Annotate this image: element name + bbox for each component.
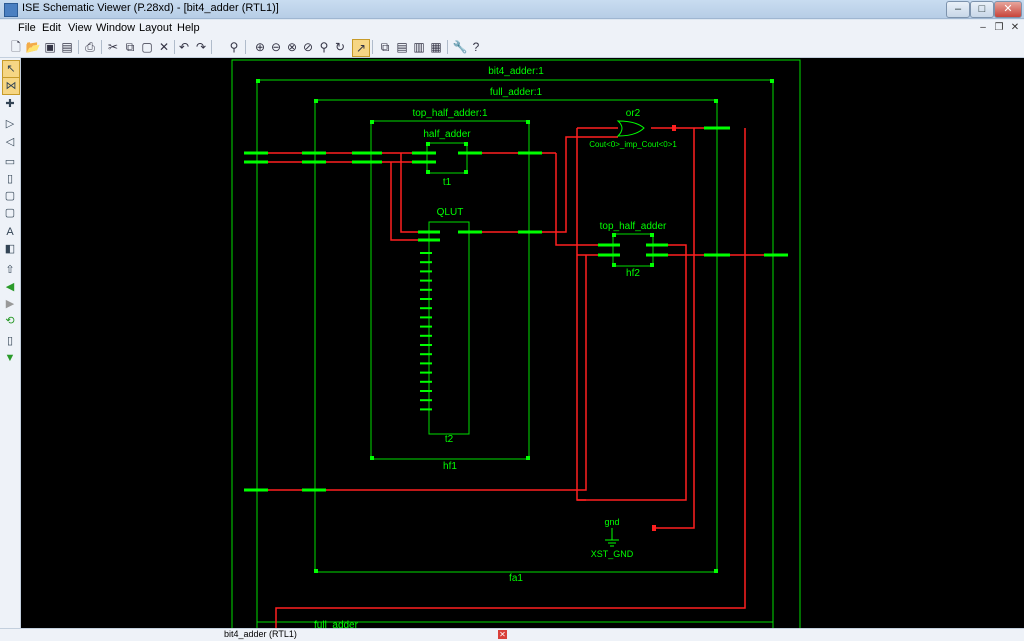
label-full-adder-1: full_adder:1 <box>490 87 543 98</box>
menu-view[interactable]: View <box>68 22 92 34</box>
paste-icon[interactable]: ▢ <box>141 40 153 54</box>
menu-help[interactable]: Help <box>177 22 200 34</box>
forward-icon[interactable]: ▶ <box>5 298 15 310</box>
label-t2: t2 <box>445 434 454 445</box>
tab-bit4-adder[interactable]: bit4_adder (RTL1) <box>224 629 297 639</box>
menu-file[interactable]: File <box>18 22 36 34</box>
menu-edit[interactable]: Edit <box>42 22 61 34</box>
doc-icon[interactable]: ▯ <box>6 335 14 347</box>
label-icon[interactable]: ◧ <box>4 243 16 255</box>
qlut-pins <box>420 252 432 411</box>
maximize-button[interactable]: □ <box>970 1 994 18</box>
find-icon[interactable]: ⚲ <box>229 40 239 54</box>
label-t1: t1 <box>443 177 452 188</box>
back-icon[interactable]: ◀ <box>5 281 15 293</box>
label-hf2: hf2 <box>626 268 640 279</box>
tab-close-icon[interactable]: ✕ <box>498 630 507 639</box>
block-full-adder-2[interactable] <box>256 621 774 628</box>
label-top-half-adder: top_half_adder <box>600 221 667 232</box>
zoom-out-icon[interactable]: ⊖ <box>270 40 282 54</box>
title-bar: ISE Schematic Viewer (P.28xd) - [bit4_ad… <box>0 0 1024 19</box>
symbol-4-icon[interactable]: ▢ <box>4 207 16 219</box>
label-half-adder: half_adder <box>423 129 471 140</box>
toolbar-separator <box>447 40 448 54</box>
zoom-area-icon[interactable]: ⊘ <box>302 40 314 54</box>
tab-bar <box>0 628 1024 641</box>
schematic-svg: bit4_adder:1 full_adder:1 top_half_adder… <box>231 59 801 628</box>
block-full-adder-1[interactable] <box>256 79 774 628</box>
label-hf1: hf1 <box>443 461 457 472</box>
home-icon[interactable]: ⟲ <box>5 315 15 327</box>
pop-icon[interactable]: ◁ <box>5 136 15 148</box>
cut-icon[interactable]: ✂ <box>107 40 119 54</box>
label-or2: or2 <box>626 108 641 119</box>
print-icon[interactable]: ⎙ <box>85 40 95 54</box>
save-icon[interactable]: ▣ <box>44 40 56 54</box>
push-icon[interactable]: ▷ <box>5 118 15 130</box>
gnd-symbol[interactable] <box>605 528 619 547</box>
toolbar: 🗋 📂 ▣ ▤ ⎙ ✂ ⧉ ▢ ✕ ↶ ↷ ⚲ ⊕ ⊖ ⊗ ⊘ ⚲ ↻ ↗ ⧉ … <box>0 37 1024 58</box>
symbol-3-icon[interactable]: ▢ <box>4 190 16 202</box>
label-gnd: gnd <box>604 517 619 527</box>
symbol-icon[interactable]: ▭ <box>4 156 16 168</box>
new-icon[interactable]: 🗋 <box>11 40 21 54</box>
select-mode-icon[interactable]: ↗ <box>352 39 370 57</box>
tile-h-icon[interactable]: ▤ <box>396 40 408 54</box>
undo-icon[interactable]: ↶ <box>178 40 190 54</box>
settings-icon[interactable]: 🔧 <box>452 40 468 54</box>
label-xst-gnd: XST_GND <box>591 549 634 559</box>
window-icon[interactable]: ▦ <box>430 40 442 54</box>
zoom-in-icon[interactable]: ⊕ <box>254 40 266 54</box>
zoom-select-icon[interactable]: ⚲ <box>319 40 329 54</box>
open-icon[interactable]: 📂 <box>25 40 41 54</box>
delete-icon[interactable]: ✕ <box>158 40 170 54</box>
toolbar-separator <box>372 40 373 54</box>
help-icon[interactable]: ? <box>472 40 480 54</box>
add-icon[interactable]: ✚ <box>5 98 15 110</box>
redo-icon[interactable]: ↷ <box>195 40 207 54</box>
label-fa1: fa1 <box>509 573 523 584</box>
toolbar-separator <box>245 40 246 54</box>
menu-layout[interactable]: Layout <box>139 22 173 34</box>
toolbar-separator <box>211 40 212 54</box>
run-icon[interactable]: ▼ <box>4 352 16 364</box>
symbol-2-icon[interactable]: ▯ <box>6 173 14 185</box>
hierarchy-icon[interactable]: ⋈ <box>2 77 20 95</box>
cascade-icon[interactable]: ⧉ <box>380 40 390 54</box>
label-qlut: QLUT <box>437 207 464 218</box>
mdi-restore-button[interactable]: ❐ <box>994 22 1004 33</box>
label-bit4-adder: bit4_adder:1 <box>488 66 544 77</box>
block-fa1[interactable] <box>314 99 718 573</box>
tile-v-icon[interactable]: ▥ <box>413 40 425 54</box>
select-arrow-icon[interactable]: ↖ <box>2 60 20 78</box>
mdi-close-button[interactable]: ✕ <box>1010 22 1020 33</box>
left-toolbar: ↖ ⋈ ✚ ▷ ◁ ▭ ▯ ▢ ▢ A ◧ ⇧ ◀ ▶ ⟲ ▯ ▼ <box>0 58 21 628</box>
block-hf1[interactable] <box>370 120 530 460</box>
mdi-minimize-button[interactable]: – <box>980 22 986 33</box>
label-top-half-adder-1: top_half_adder:1 <box>412 108 488 119</box>
copy-icon[interactable]: ⧉ <box>125 40 135 54</box>
app-icon <box>4 3 18 17</box>
or2-gate[interactable] <box>616 120 645 137</box>
label-full-adder-2: full_adder <box>314 620 359 628</box>
window-title: ISE Schematic Viewer (P.28xd) - [bit4_ad… <box>22 2 279 14</box>
block-t2[interactable] <box>428 221 470 435</box>
menu-window[interactable]: Window <box>96 22 136 34</box>
minimize-button[interactable]: – <box>946 1 970 18</box>
text-icon[interactable]: A <box>6 226 14 238</box>
toolbar-separator <box>101 40 102 54</box>
toolbar-separator <box>78 40 79 54</box>
block-t1[interactable] <box>426 142 468 174</box>
up-icon[interactable]: ⇧ <box>5 264 15 276</box>
toolbar-separator <box>174 40 175 54</box>
block-hf2[interactable] <box>612 233 654 267</box>
label-cout: Cout<0>_imp_Cout<0>1 <box>589 140 677 149</box>
save-all-icon[interactable]: ▤ <box>61 40 73 54</box>
schematic-canvas[interactable]: bit4_adder:1 full_adder:1 top_half_adder… <box>21 58 1024 628</box>
close-button[interactable]: ✕ <box>994 1 1022 18</box>
refresh-icon[interactable]: ↻ <box>334 40 346 54</box>
block-bit4-adder[interactable] <box>231 59 801 628</box>
menu-bar: File Edit View Window Layout Help <box>0 20 1024 37</box>
zoom-full-icon[interactable]: ⊗ <box>286 40 298 54</box>
